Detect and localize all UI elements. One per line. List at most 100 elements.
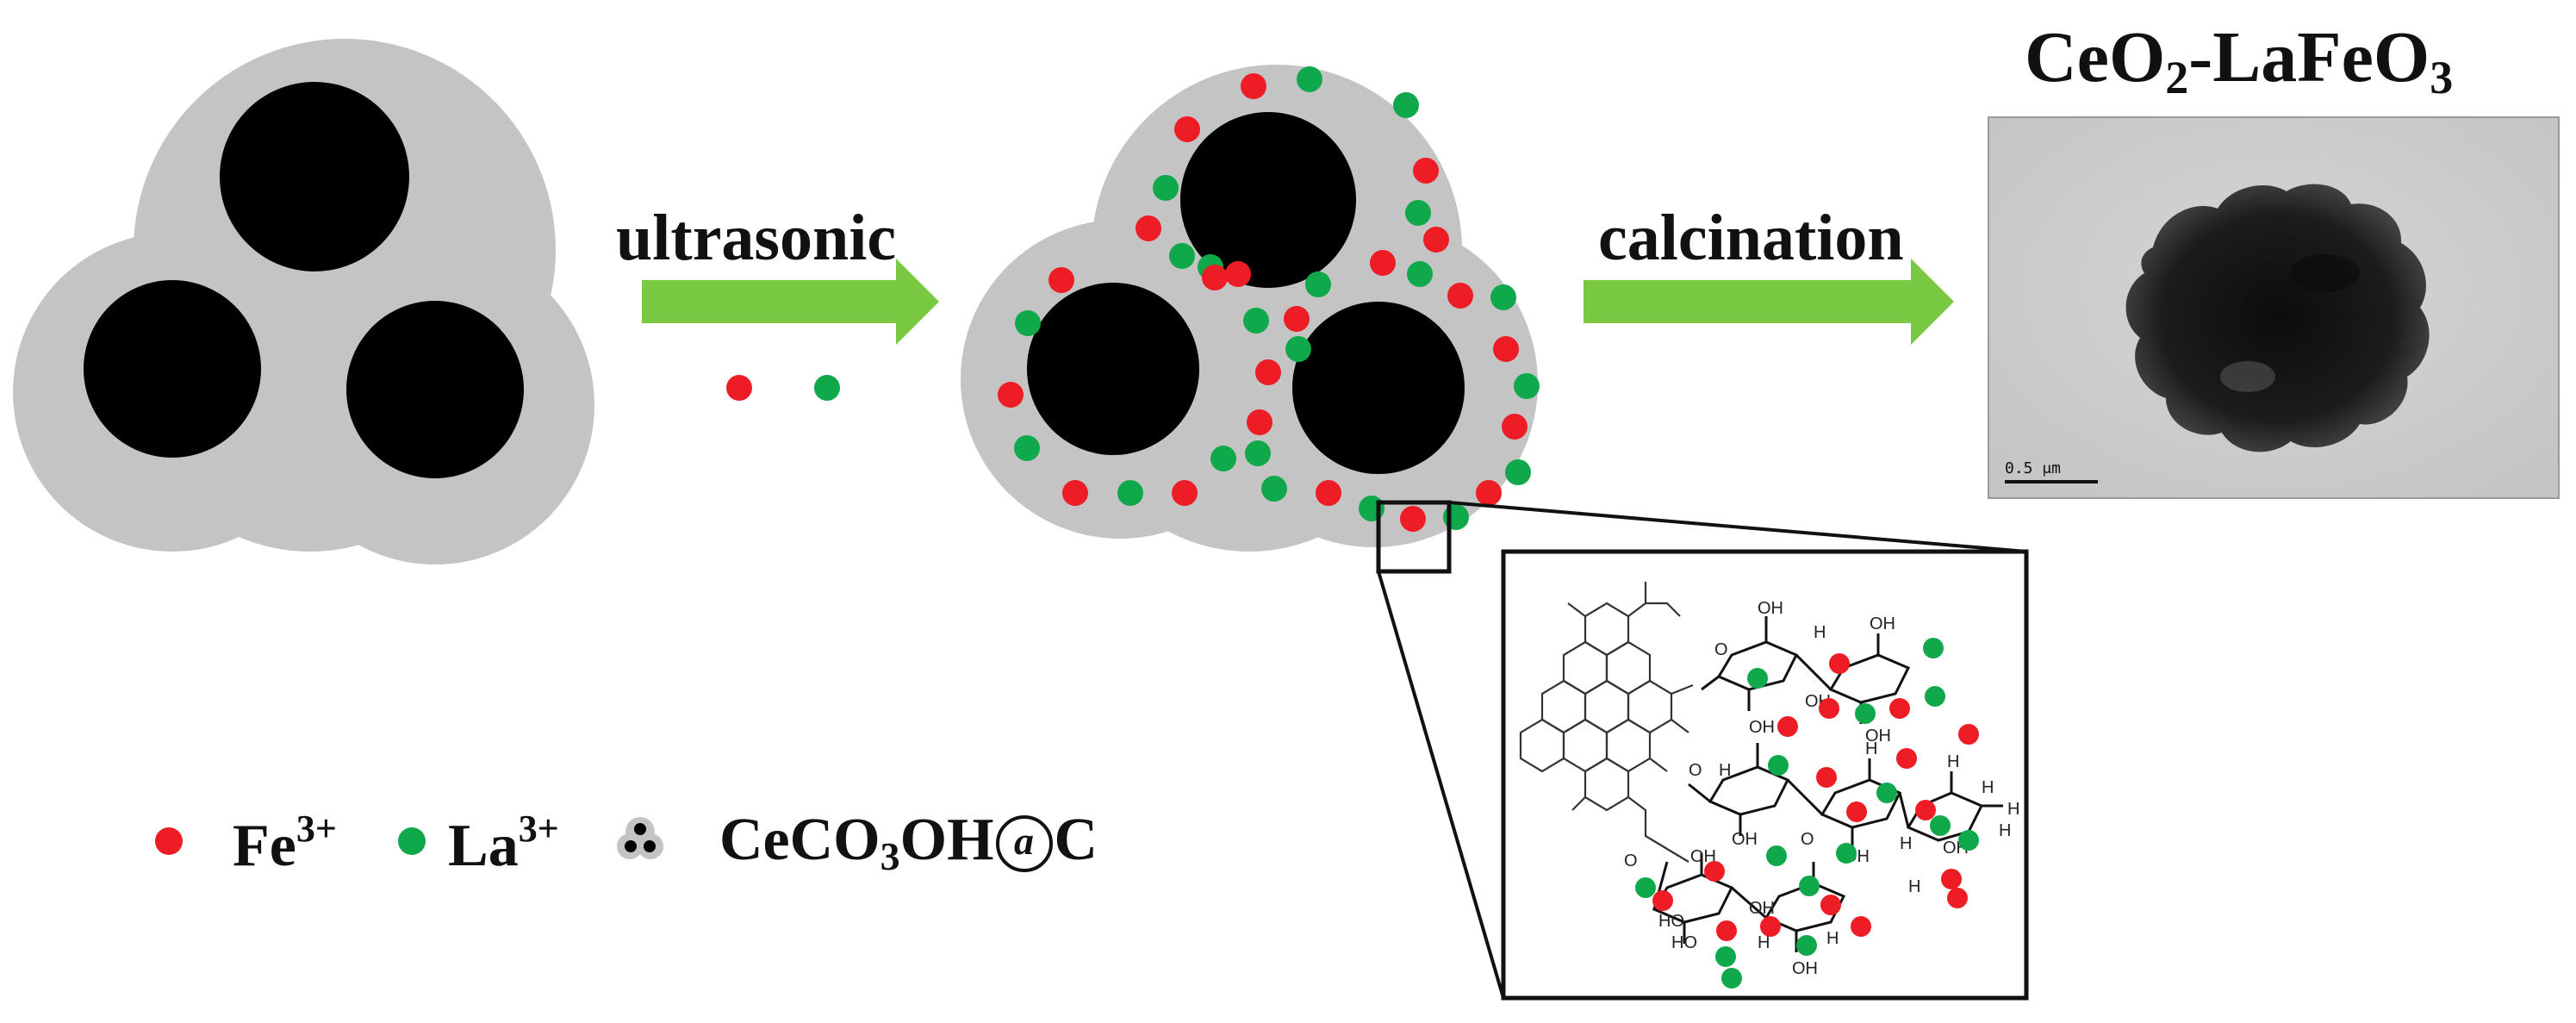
la-ion-inset [1799, 876, 1820, 896]
fe-ion-shell [1241, 73, 1266, 99]
fe-ion-inset [1947, 888, 1968, 908]
la-ion-inset [1766, 845, 1787, 866]
fe-ion-shell [1225, 261, 1251, 287]
atom-label-o: O [1689, 761, 1702, 780]
fe-ion-inset [1760, 916, 1781, 937]
atom-label-o: O [1801, 830, 1814, 849]
inset-ions [1635, 638, 1979, 989]
atom-label-h: H [1826, 929, 1839, 948]
fe-ion-inset [1816, 767, 1837, 788]
atom-label-oh: OH [1690, 847, 1716, 866]
template-core-right [346, 301, 524, 478]
atom-label-h: H [1865, 739, 1877, 758]
template-core-top [220, 82, 409, 271]
ultrasonic-arrow [642, 259, 939, 345]
fe-ion-example [726, 375, 752, 401]
atom-label-oh: OH [1758, 599, 1783, 618]
fe-ion-shell [1136, 215, 1161, 241]
loaded-shell-center [1077, 207, 1422, 552]
fe-ion-shell [998, 382, 1024, 408]
la-ion-shell [1153, 175, 1179, 201]
la-ion-shell [1015, 310, 1041, 336]
fe-ion-inset [1896, 748, 1917, 769]
la-ion-shell [1169, 243, 1195, 269]
sugar-rings [1652, 616, 2003, 952]
la-ion-shell [1514, 373, 1540, 399]
fe-ion-inset [1851, 916, 1871, 937]
loaded-core-right [1292, 302, 1465, 474]
fe-ion-shell [1493, 336, 1519, 362]
atom-label-ho: HO [1658, 912, 1684, 931]
zoom-line-upper [1448, 501, 2027, 553]
la-ion-inset [1855, 703, 1876, 724]
atom-label-o: O [1714, 640, 1728, 659]
atom-label-h: H [1982, 778, 1994, 797]
loaded-particle [961, 65, 1540, 552]
scale-bar-label: 0.5 μm [2005, 459, 2062, 477]
fe-ion-inset [1889, 698, 1910, 719]
atom-label-h: H [1758, 933, 1770, 952]
fe-ion-shell [1255, 359, 1281, 385]
fe-ion-shell [1413, 158, 1439, 184]
tem-particle-image [1989, 118, 2558, 497]
la-ion-inset [1635, 877, 1656, 898]
atom-label-oh: OH [1870, 614, 1895, 633]
atom-label-oh: OH [1749, 718, 1775, 737]
fe-ion-shell [1062, 480, 1088, 506]
scale-bar [2005, 480, 2098, 483]
fe-ion-inset [1846, 802, 1867, 822]
fe-ion-shell [1476, 480, 1502, 506]
zoom-source-box [1376, 500, 1452, 574]
legend-fe-label: Fe3+ [233, 808, 337, 879]
atom-label-h: H [1908, 877, 1920, 896]
loaded-core-left [1027, 283, 1199, 455]
tem-micrograph: 0.5 μm [1988, 116, 2560, 499]
fe-ion-inset [1652, 890, 1673, 911]
loaded-core-top [1180, 112, 1356, 288]
atom-label-oh: OH [1792, 959, 1818, 978]
la-ion-inset [1768, 755, 1789, 776]
atom-label-oh: OH [1865, 727, 1891, 745]
la-ion-shell [1014, 435, 1040, 461]
legend-la-label: La3+ [448, 808, 559, 879]
template-core-left [84, 280, 261, 458]
la-ion-shell [1393, 92, 1419, 118]
atom-label-h: H [1999, 821, 2011, 840]
atom-label-h: H [1814, 623, 1826, 642]
la-ion-inset [1925, 686, 1945, 707]
atom-label-ho: HO [1671, 933, 1697, 952]
calcination-label: calcination [1598, 202, 1904, 274]
fe-ion-shell [1316, 480, 1341, 506]
fe-ion-shell [1202, 265, 1228, 290]
fe-ion-shell [1370, 250, 1396, 276]
la-ion-inset [1876, 783, 1897, 803]
la-ion-inset [1923, 638, 1944, 658]
fe-ion-shell [1174, 116, 1200, 142]
ultrasonic-label: ultrasonic [616, 202, 897, 274]
la-ion-shell [1243, 308, 1269, 334]
atom-label-o: O [1624, 851, 1638, 870]
fe-ion-inset [1704, 861, 1725, 882]
la-ion-shell [1285, 336, 1311, 362]
la-ion-inset [1715, 946, 1736, 967]
la-ion-shell [1305, 271, 1331, 297]
atom-label-oh: OH [1749, 899, 1775, 918]
la-ion-shell [1245, 440, 1271, 466]
la-ion-example [814, 375, 840, 401]
shell-ions [998, 66, 1540, 532]
fe-ion-inset [1777, 716, 1798, 737]
fe-ion-shell [1447, 283, 1473, 309]
fe-ion-inset [1958, 724, 1979, 745]
la-ion-inset [1747, 668, 1768, 689]
product-label: CeO2-LaFeO3 [2025, 17, 2454, 103]
atom-label-h: H [1900, 834, 1912, 853]
fe-ion-inset [1716, 920, 1737, 941]
la-ion-shell [1210, 446, 1236, 471]
fe-ion-inset [1819, 698, 1839, 719]
legend-template-marker [617, 817, 663, 859]
fe-ion-shell [1247, 409, 1272, 435]
fe-ion-shell [1284, 306, 1310, 332]
fe-ion-shell [1172, 480, 1198, 506]
